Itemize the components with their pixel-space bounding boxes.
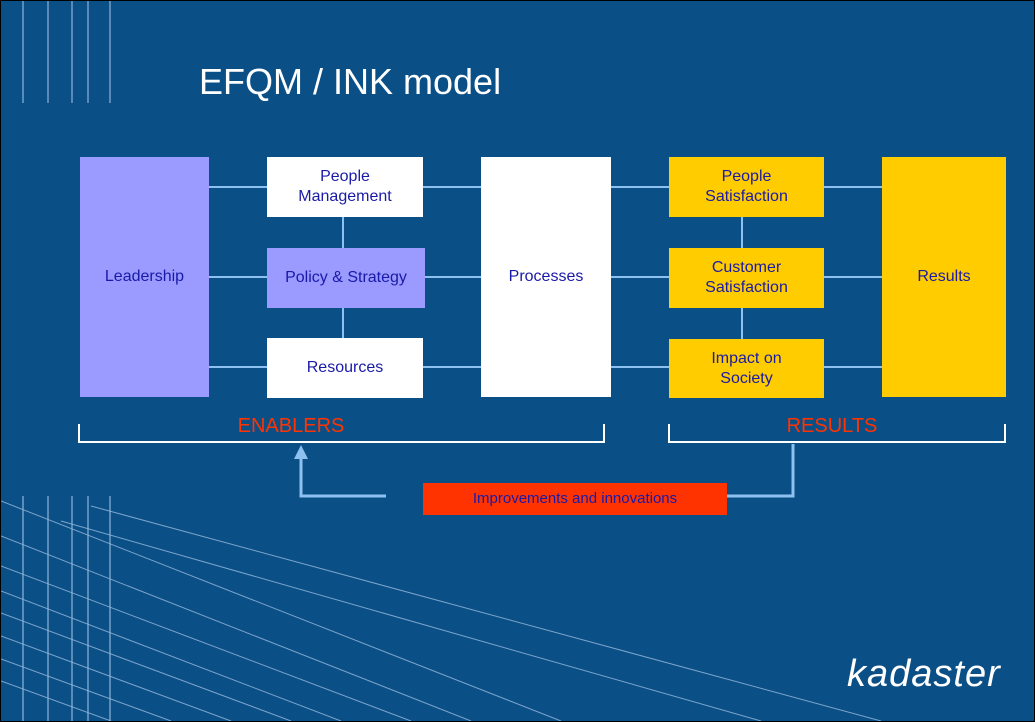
connector-lines xyxy=(209,186,882,368)
improvements-innovations-box: Improvements and innovations xyxy=(423,483,727,515)
kadaster-logo: kadaster xyxy=(847,653,1001,695)
decor-vertical-lines-bottom xyxy=(22,496,111,721)
people-satisfaction-box: People Satisfaction xyxy=(669,157,824,217)
policy-strategy-label: Policy & Strategy xyxy=(285,269,407,286)
results-group-label: RESULTS xyxy=(786,415,878,437)
decor-vertical-lines-top xyxy=(22,1,111,103)
processes-box: Processes xyxy=(481,157,611,397)
impact-on-society-label: Impact on Society xyxy=(711,349,782,387)
results-box: Results xyxy=(882,157,1006,397)
bracket-lines xyxy=(78,424,1006,443)
customer-satisfaction-box: Customer Satisfaction xyxy=(669,248,824,308)
policy-strategy-box: Policy & Strategy xyxy=(267,248,425,308)
enablers-group-label: ENABLERS xyxy=(237,415,345,437)
processes-label: Processes xyxy=(508,268,584,285)
people-management-box: People Management xyxy=(267,157,423,217)
leadership-label: Leadership xyxy=(104,268,185,285)
leadership-box: Leadership xyxy=(80,157,209,397)
arrow-head-up-icon xyxy=(294,445,308,459)
people-satisfaction-label: People Satisfaction xyxy=(705,168,788,205)
slide-title: EFQM / INK model xyxy=(199,61,502,102)
resources-label: Resources xyxy=(306,359,384,376)
people-management-label: People Management xyxy=(298,168,392,205)
decor-diagonal-lines xyxy=(1,500,882,721)
customer-satisfaction-label: Customer Satisfaction xyxy=(705,259,788,296)
improvements-innovations-label: Improvements and innovations xyxy=(472,490,678,507)
resources-box: Resources xyxy=(267,338,423,398)
impact-on-society-box: Impact on Society xyxy=(669,339,824,398)
results-label: Results xyxy=(917,268,971,285)
